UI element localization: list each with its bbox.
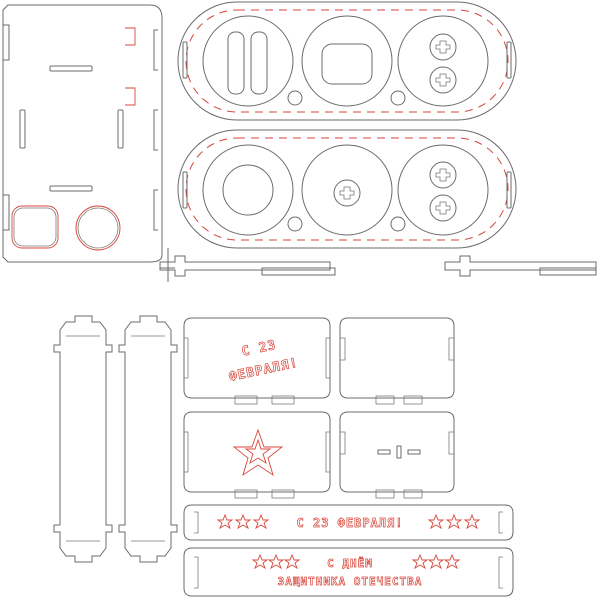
band-1-text: С 23 ФЕВРАЛЯ! bbox=[297, 516, 404, 530]
greeting-band-2: С ДНЁМ ЗАЩИТНИКА ОТЕЧЕСТВА bbox=[183, 547, 514, 597]
red-star-icon bbox=[232, 428, 284, 477]
plain-panel-top bbox=[339, 317, 455, 405]
lower-oval-plate bbox=[177, 129, 517, 249]
greeting-line-2: ФЕВРАЛЯ! bbox=[228, 356, 300, 385]
upper-oval-plate bbox=[177, 1, 517, 121]
star-panel bbox=[183, 411, 331, 499]
plain-panel-bottom bbox=[339, 411, 455, 499]
greeting-panel: С 23 ФЕВРАЛЯ! bbox=[183, 317, 331, 405]
greeting-line-1: С 23 bbox=[240, 338, 278, 360]
axle-rods bbox=[159, 248, 597, 282]
greeting-band-1: С 23 ФЕВРАЛЯ! bbox=[183, 504, 514, 541]
band-2-line-2: ЗАЩИТНИКА ОТЕЧЕСТВА bbox=[278, 575, 423, 588]
tall-strip-right bbox=[118, 315, 178, 563]
band-2-line-1: С ДНЁМ bbox=[327, 556, 373, 570]
body-side-panel bbox=[2, 4, 163, 263]
tall-strip-left bbox=[53, 315, 113, 563]
